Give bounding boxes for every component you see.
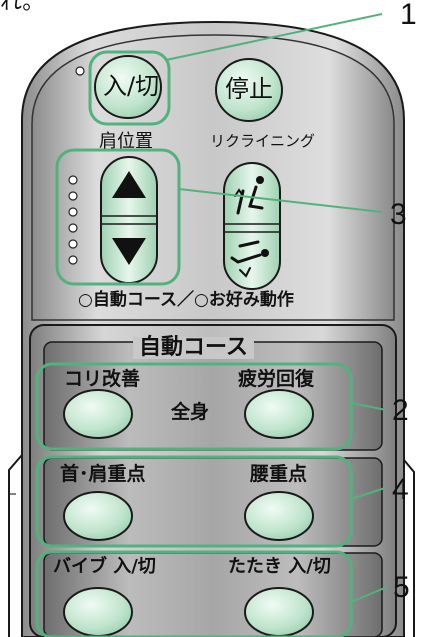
stop-button[interactable] bbox=[215, 58, 283, 122]
shoulder-led bbox=[68, 223, 78, 233]
leader-line-2 bbox=[350, 402, 387, 411]
leader-line-3 bbox=[178, 188, 383, 213]
highlight-focus bbox=[35, 455, 353, 548]
shoulder-led bbox=[68, 175, 78, 185]
leader-line-1 bbox=[165, 13, 383, 61]
highlight-vibe bbox=[35, 550, 353, 637]
top-panel bbox=[31, 34, 395, 321]
shoulder-up-icon[interactable] bbox=[112, 171, 146, 198]
leader-line-4 bbox=[350, 487, 386, 500]
highlight-auto-course bbox=[35, 362, 353, 451]
remote-side-left bbox=[8, 454, 23, 637]
shoulder-down-icon[interactable] bbox=[112, 238, 146, 265]
tataki-button[interactable] bbox=[244, 587, 314, 637]
shoulder-led bbox=[68, 191, 78, 201]
seat-raise-icon[interactable] bbox=[234, 176, 264, 215]
highlight-power bbox=[88, 50, 171, 126]
power-button[interactable] bbox=[94, 55, 162, 119]
shoulder-led bbox=[68, 255, 78, 265]
shoulder-led bbox=[68, 239, 78, 249]
recline-rocker bbox=[223, 162, 281, 290]
seat-lower-icon[interactable] bbox=[230, 240, 269, 278]
hirou-kaifuku-button[interactable] bbox=[244, 389, 314, 439]
leader-line-5 bbox=[350, 586, 388, 603]
shoulder-led bbox=[68, 207, 78, 217]
shoulder-led-column bbox=[68, 175, 78, 265]
vibe-button[interactable] bbox=[63, 587, 133, 637]
kubi-kata-button[interactable] bbox=[63, 491, 133, 541]
koshi-button[interactable] bbox=[244, 491, 314, 541]
remote-side-right bbox=[403, 459, 415, 637]
highlight-shoulder bbox=[55, 148, 181, 286]
kori-kaizen-button[interactable] bbox=[63, 389, 133, 439]
power-led bbox=[75, 66, 85, 76]
